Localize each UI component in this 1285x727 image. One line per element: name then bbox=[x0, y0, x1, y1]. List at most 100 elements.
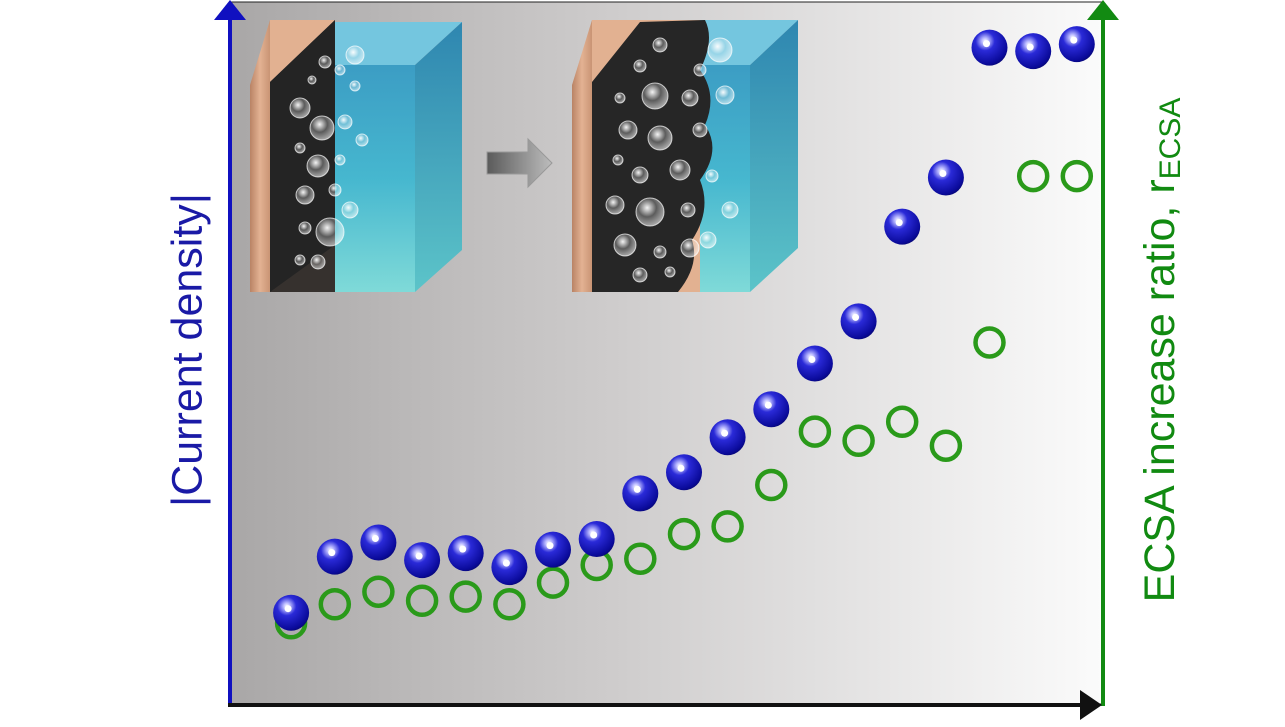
bubble-icon bbox=[355, 133, 369, 147]
bubble-icon bbox=[349, 80, 361, 92]
filled-sphere-marker bbox=[273, 594, 310, 631]
right-y-axis-label: ECSA increase ratio, rECSA bbox=[1136, 98, 1188, 603]
filled-sphere-marker bbox=[666, 454, 702, 491]
sphere-highlight bbox=[895, 219, 903, 227]
sphere-body bbox=[709, 419, 746, 456]
open-circle-marker bbox=[973, 326, 1006, 359]
filled-sphere-marker bbox=[971, 29, 1008, 66]
bubble-icon bbox=[664, 266, 676, 278]
bubble-icon bbox=[328, 183, 342, 197]
sphere-body bbox=[1058, 26, 1095, 63]
sphere-highlight bbox=[284, 605, 292, 613]
sphere-highlight bbox=[328, 549, 336, 557]
open-circle-marker bbox=[842, 424, 875, 458]
sphere-highlight bbox=[415, 552, 423, 560]
bubble-icon bbox=[345, 45, 365, 65]
bubble-icon bbox=[309, 115, 335, 141]
bubble-icon bbox=[337, 114, 353, 130]
left-y-axis-arrowhead bbox=[214, 0, 246, 20]
sphere-body bbox=[273, 594, 310, 631]
filled-sphere-marker bbox=[491, 549, 528, 586]
filled-sphere-marker bbox=[753, 391, 790, 428]
open-circle-marker bbox=[929, 429, 963, 462]
inset-rough-electrode bbox=[572, 20, 798, 292]
sphere-highlight bbox=[721, 429, 729, 437]
bubble-icon bbox=[653, 245, 667, 259]
bubble-icon bbox=[652, 37, 668, 53]
sphere-highlight bbox=[371, 535, 379, 542]
bubble-icon bbox=[705, 169, 719, 183]
sphere-highlight bbox=[1070, 36, 1078, 44]
bubble-icon bbox=[715, 85, 735, 105]
open-circle-marker bbox=[449, 580, 482, 613]
filled-sphere-marker bbox=[447, 535, 484, 572]
sphere-body bbox=[360, 524, 397, 561]
sphere-body bbox=[447, 535, 484, 572]
sphere-highlight bbox=[502, 559, 510, 567]
bubble-icon bbox=[680, 202, 696, 218]
bubble-icon bbox=[294, 254, 306, 266]
x-axis-arrowhead bbox=[1080, 690, 1102, 720]
open-circle-marker bbox=[318, 588, 352, 621]
open-circle-marker bbox=[362, 575, 395, 608]
filled-sphere-marker bbox=[316, 538, 353, 575]
filled-sphere-marker bbox=[709, 419, 746, 456]
bubble-icon bbox=[693, 63, 707, 77]
open-circle-marker bbox=[493, 588, 526, 621]
sphere-highlight bbox=[808, 356, 816, 363]
bubble-icon bbox=[318, 55, 332, 69]
bubble-icon bbox=[310, 254, 326, 270]
bubble-icon bbox=[614, 92, 626, 104]
arrow-right-icon bbox=[486, 137, 553, 189]
filled-sphere-marker bbox=[1058, 26, 1095, 63]
left-y-axis-label: |Current density| bbox=[163, 193, 212, 507]
filled-sphere-marker bbox=[927, 159, 964, 196]
sphere-body bbox=[578, 521, 615, 557]
bubble-icon bbox=[707, 37, 733, 63]
bubble-icon bbox=[692, 122, 708, 138]
bubble-icon bbox=[618, 120, 638, 140]
bubble-icon bbox=[298, 221, 312, 235]
axes bbox=[214, 0, 1119, 720]
right-y-axis-arrowhead bbox=[1087, 0, 1119, 20]
open-circle-marker bbox=[711, 510, 744, 543]
filled-sphere-marker bbox=[884, 208, 921, 245]
sphere-body bbox=[1015, 33, 1052, 70]
bubble-icon bbox=[635, 197, 665, 227]
filled-sphere-marker bbox=[404, 542, 441, 579]
sphere-highlight bbox=[1026, 43, 1034, 51]
open-circle-marker bbox=[885, 405, 919, 439]
sphere-body bbox=[884, 208, 921, 245]
filled-sphere-marker bbox=[535, 531, 571, 568]
filled-sphere-marker bbox=[360, 524, 397, 561]
sphere-body bbox=[753, 391, 790, 428]
bubble-icon bbox=[612, 154, 624, 166]
series-ecsa-ratio bbox=[274, 159, 1094, 640]
bubble-icon bbox=[647, 125, 673, 151]
bubble-icon bbox=[681, 89, 699, 107]
open-circle-marker bbox=[755, 468, 788, 502]
bubble-icon bbox=[341, 201, 359, 219]
open-circle-marker bbox=[667, 517, 701, 551]
sphere-highlight bbox=[677, 464, 685, 472]
bubble-icon bbox=[680, 238, 700, 258]
filled-sphere-marker bbox=[578, 521, 615, 557]
sphere-body bbox=[840, 303, 877, 340]
sphere-body bbox=[491, 549, 528, 586]
open-circle-marker bbox=[1016, 159, 1050, 193]
bubble-icon bbox=[641, 82, 669, 110]
bubbles-smooth bbox=[289, 45, 369, 270]
right-y-axis-label-sub: ECSA bbox=[1154, 97, 1187, 180]
sphere-highlight bbox=[590, 531, 598, 539]
inset-smooth-electrode bbox=[250, 20, 462, 292]
sphere-highlight bbox=[939, 170, 947, 177]
sphere-highlight bbox=[633, 485, 641, 493]
bubble-icon bbox=[669, 159, 691, 181]
sphere-body bbox=[971, 29, 1008, 66]
sphere-highlight bbox=[459, 545, 467, 553]
sphere-body bbox=[622, 475, 659, 512]
sphere-body bbox=[404, 542, 441, 579]
sphere-body bbox=[927, 159, 964, 196]
